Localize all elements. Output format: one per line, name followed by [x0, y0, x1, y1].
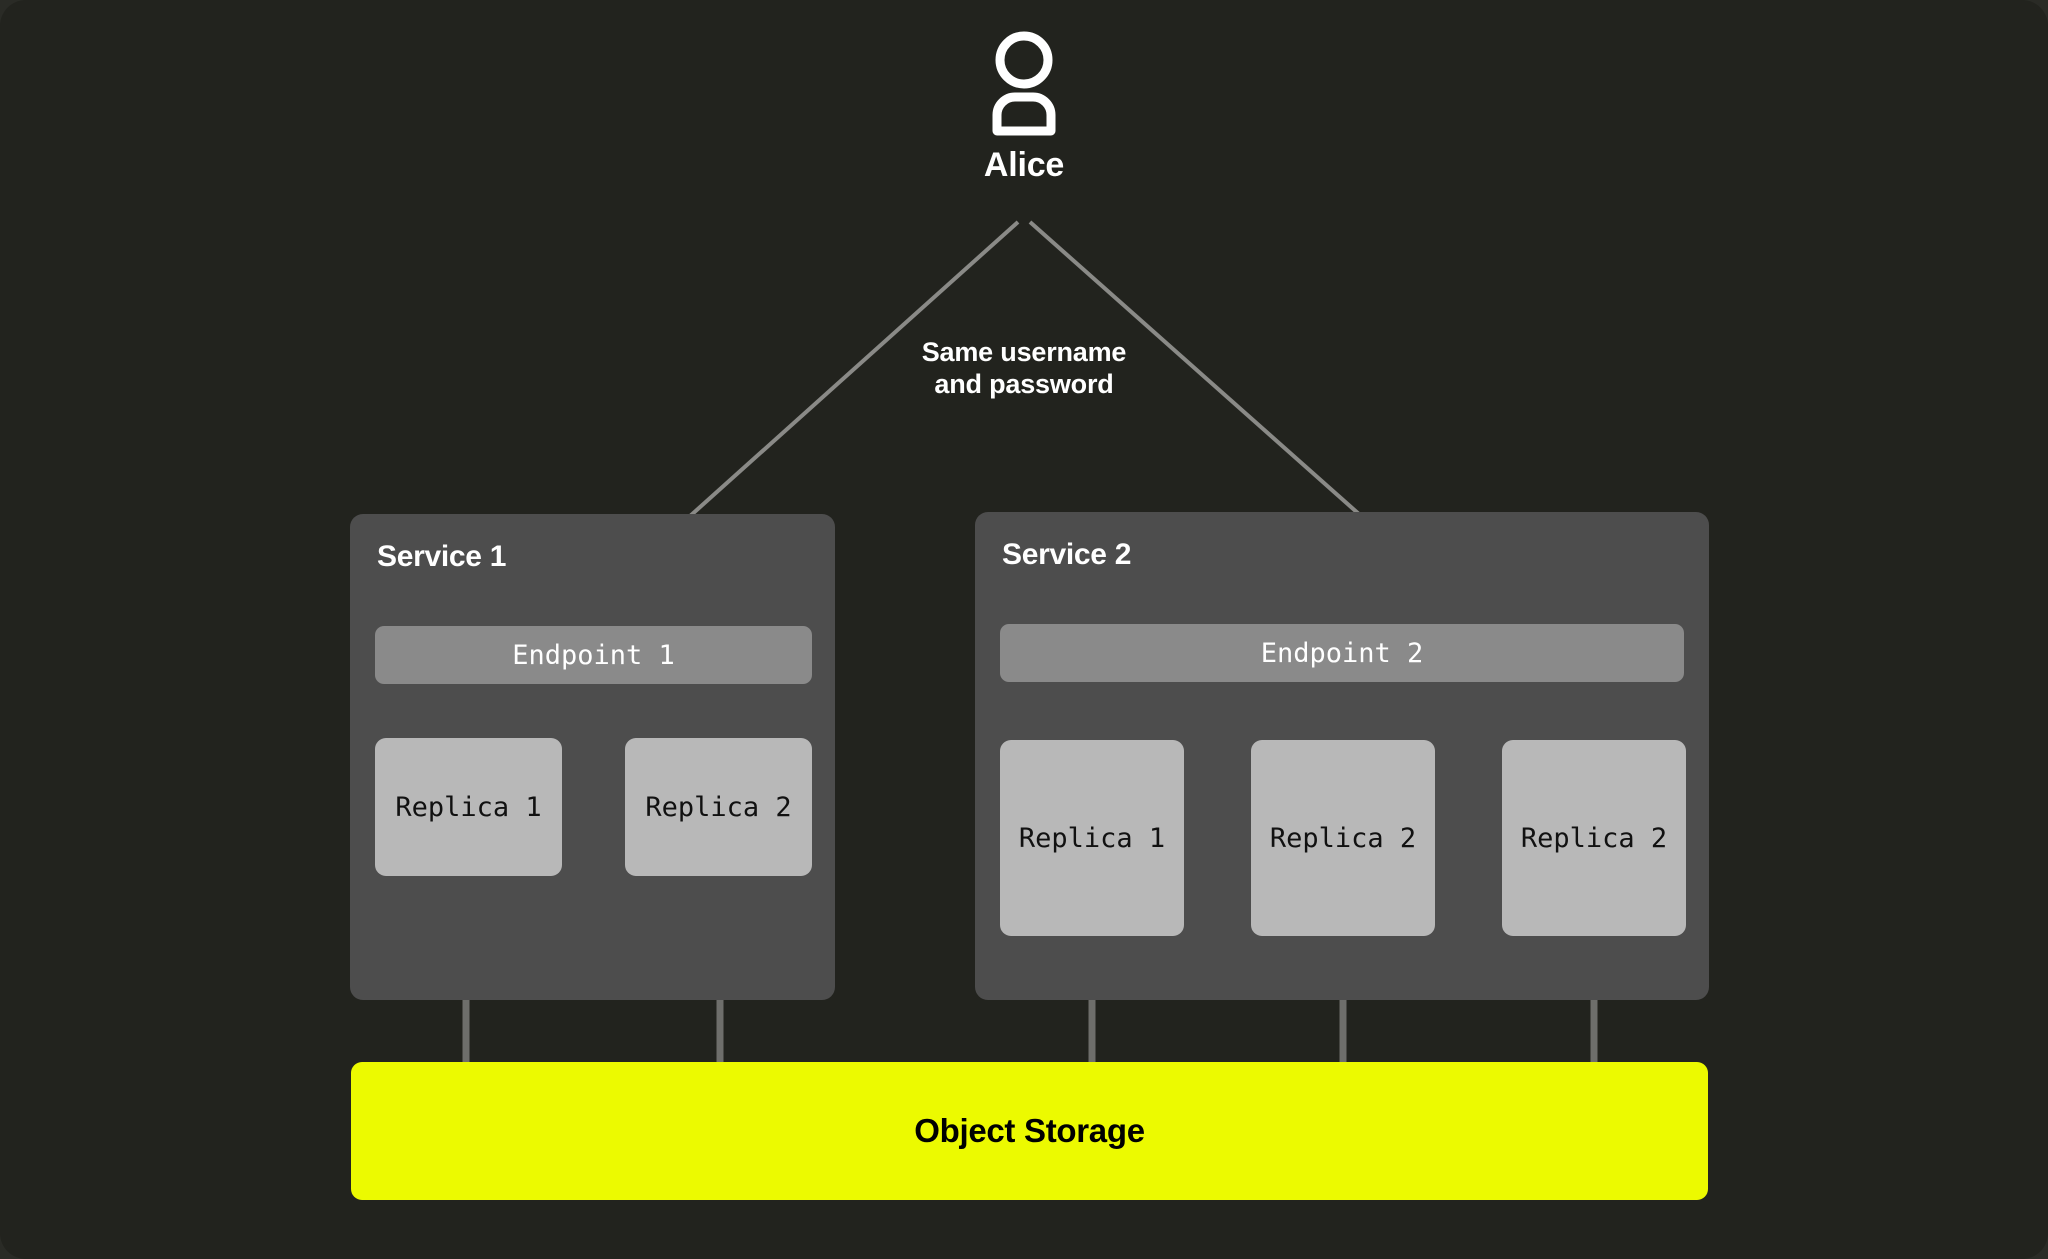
service-1-title: Service 1: [377, 540, 507, 573]
service-1-replica-1[interactable]: Replica 1: [375, 738, 562, 876]
service-box-1: Service 1 Endpoint 1 Replica 1 Replica 2: [350, 514, 835, 1000]
endpoint-2[interactable]: Endpoint 2: [1000, 624, 1684, 682]
service-box-2: Service 2 Endpoint 2 Replica 1 Replica 2…: [975, 512, 1709, 1000]
endpoint-1[interactable]: Endpoint 1: [375, 626, 812, 684]
user-icon: [992, 31, 1056, 136]
service-2-title: Service 2: [1002, 538, 1132, 571]
edge-caption-line-1: Same username: [921, 337, 1127, 367]
service-2-replica-3[interactable]: Replica 2: [1502, 740, 1686, 936]
service-2-replica-1[interactable]: Replica 1: [1000, 740, 1184, 936]
actor-alice: Alice: [0, 28, 2048, 185]
service-2-replica-2[interactable]: Replica 2: [1251, 740, 1435, 936]
object-storage-bar[interactable]: Object Storage: [351, 1062, 1708, 1200]
edge-caption: Same username and password: [0, 337, 2048, 401]
actor-name-label: Alice: [983, 146, 1065, 184]
edge-caption-line-2: and password: [934, 368, 1114, 399]
service-1-replica-2[interactable]: Replica 2: [625, 738, 812, 876]
object-storage-label: Object Storage: [914, 1112, 1145, 1149]
